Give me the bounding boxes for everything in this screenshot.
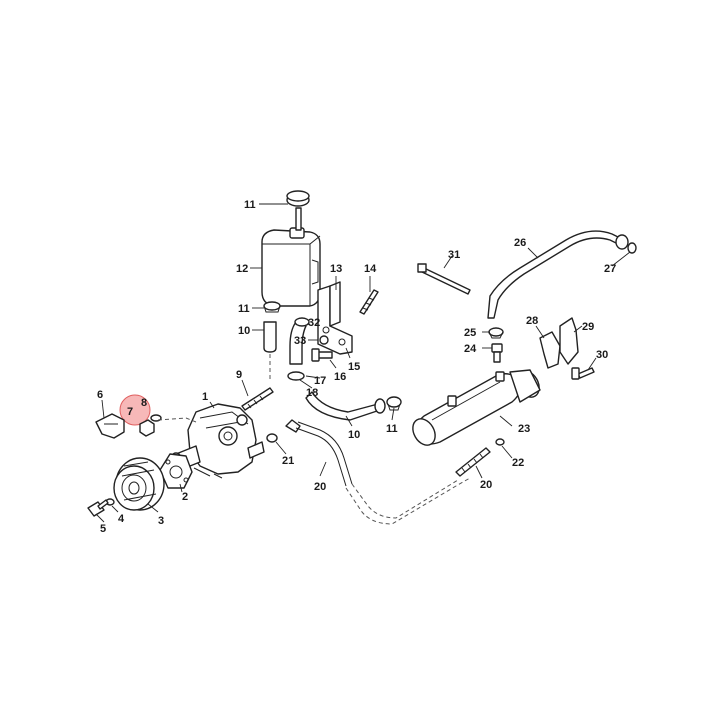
- callout-25[interactable]: 25: [464, 327, 476, 339]
- callout-6[interactable]: 6: [97, 389, 103, 401]
- callout-28[interactable]: 28: [526, 315, 538, 327]
- bolt-5: [87, 499, 109, 517]
- callout-20-left[interactable]: 20: [314, 481, 326, 493]
- cable-tie-31: [417, 263, 471, 295]
- o-ring-27: [627, 242, 637, 254]
- flange-2: [159, 453, 193, 489]
- nut-7: [139, 419, 155, 437]
- bolt-30: [571, 367, 595, 380]
- washer-33: [319, 335, 329, 345]
- bolt-15: [359, 289, 379, 315]
- hose-short-vertical: [263, 321, 277, 380]
- o-ring-22: [495, 438, 505, 446]
- return-hose-10: [305, 391, 386, 421]
- callout-10-lower[interactable]: 10: [348, 429, 360, 441]
- callout-23[interactable]: 23: [518, 423, 530, 435]
- hose-clamp-lower: [386, 396, 402, 411]
- hose-clamp-upper: [263, 301, 281, 313]
- callout-5[interactable]: 5: [100, 523, 106, 535]
- callout-22[interactable]: 22: [512, 457, 524, 469]
- callout-33[interactable]: 33: [294, 335, 306, 347]
- callout-29[interactable]: 29: [582, 321, 594, 333]
- callout-18[interactable]: 17: [314, 375, 326, 387]
- callout-32[interactable]: 32: [308, 317, 320, 329]
- reservoir-assembly: [261, 190, 321, 307]
- callout-8[interactable]: 8: [141, 397, 147, 409]
- callout-9[interactable]: 9: [236, 369, 242, 381]
- callout-12[interactable]: 12: [236, 263, 248, 275]
- callout-labels: 11 12 11 10 13 14 32 33 15 16 17 18 9 1 …: [97, 199, 616, 535]
- callout-17[interactable]: 16: [334, 371, 346, 383]
- callout-16[interactable]: 15: [348, 361, 360, 373]
- callout-20-right[interactable]: 20: [480, 479, 492, 491]
- highlight-marker: [119, 394, 151, 426]
- callout-2[interactable]: 2: [182, 491, 188, 503]
- pressure-hose-20: [285, 419, 471, 525]
- callout-14[interactable]: 13: [330, 263, 342, 275]
- bracket-clip-6: [95, 413, 125, 439]
- callout-11-upper[interactable]: 11: [238, 303, 250, 315]
- callout-7[interactable]: 7: [127, 406, 133, 418]
- o-ring-21: [266, 433, 278, 443]
- oil-cooler-23: [412, 369, 541, 446]
- callout-10-upper[interactable]: 10: [238, 325, 250, 337]
- callout-30[interactable]: 30: [596, 349, 608, 361]
- stud-9: [241, 387, 274, 411]
- callout-24[interactable]: 24: [464, 343, 477, 355]
- callout-13[interactable]: 11: [244, 199, 256, 211]
- leader-lines: [95, 203, 631, 523]
- callout-31[interactable]: 31: [448, 249, 460, 261]
- callout-3[interactable]: 3: [158, 515, 164, 527]
- callout-11-lower[interactable]: 11: [386, 423, 398, 435]
- callout-26[interactable]: 26: [514, 237, 526, 249]
- bolt-17: [311, 348, 333, 362]
- callout-19[interactable]: 18: [306, 387, 318, 399]
- fitting-24: [491, 343, 503, 363]
- fitting-25: [488, 327, 504, 339]
- callout-27[interactable]: 27: [604, 263, 616, 275]
- fitting-20-right: [455, 447, 491, 477]
- clamp-28: [539, 331, 561, 369]
- hose-bent: [287, 317, 310, 381]
- clamp-29: [559, 317, 579, 365]
- tube-26: [487, 230, 629, 319]
- assembly-line-7: [157, 417, 197, 423]
- callout-21[interactable]: 21: [282, 455, 294, 467]
- callout-1[interactable]: 1: [202, 391, 208, 403]
- callout-4[interactable]: 4: [118, 513, 125, 525]
- callout-15[interactable]: 14: [364, 263, 377, 275]
- pulley-3: [113, 457, 165, 511]
